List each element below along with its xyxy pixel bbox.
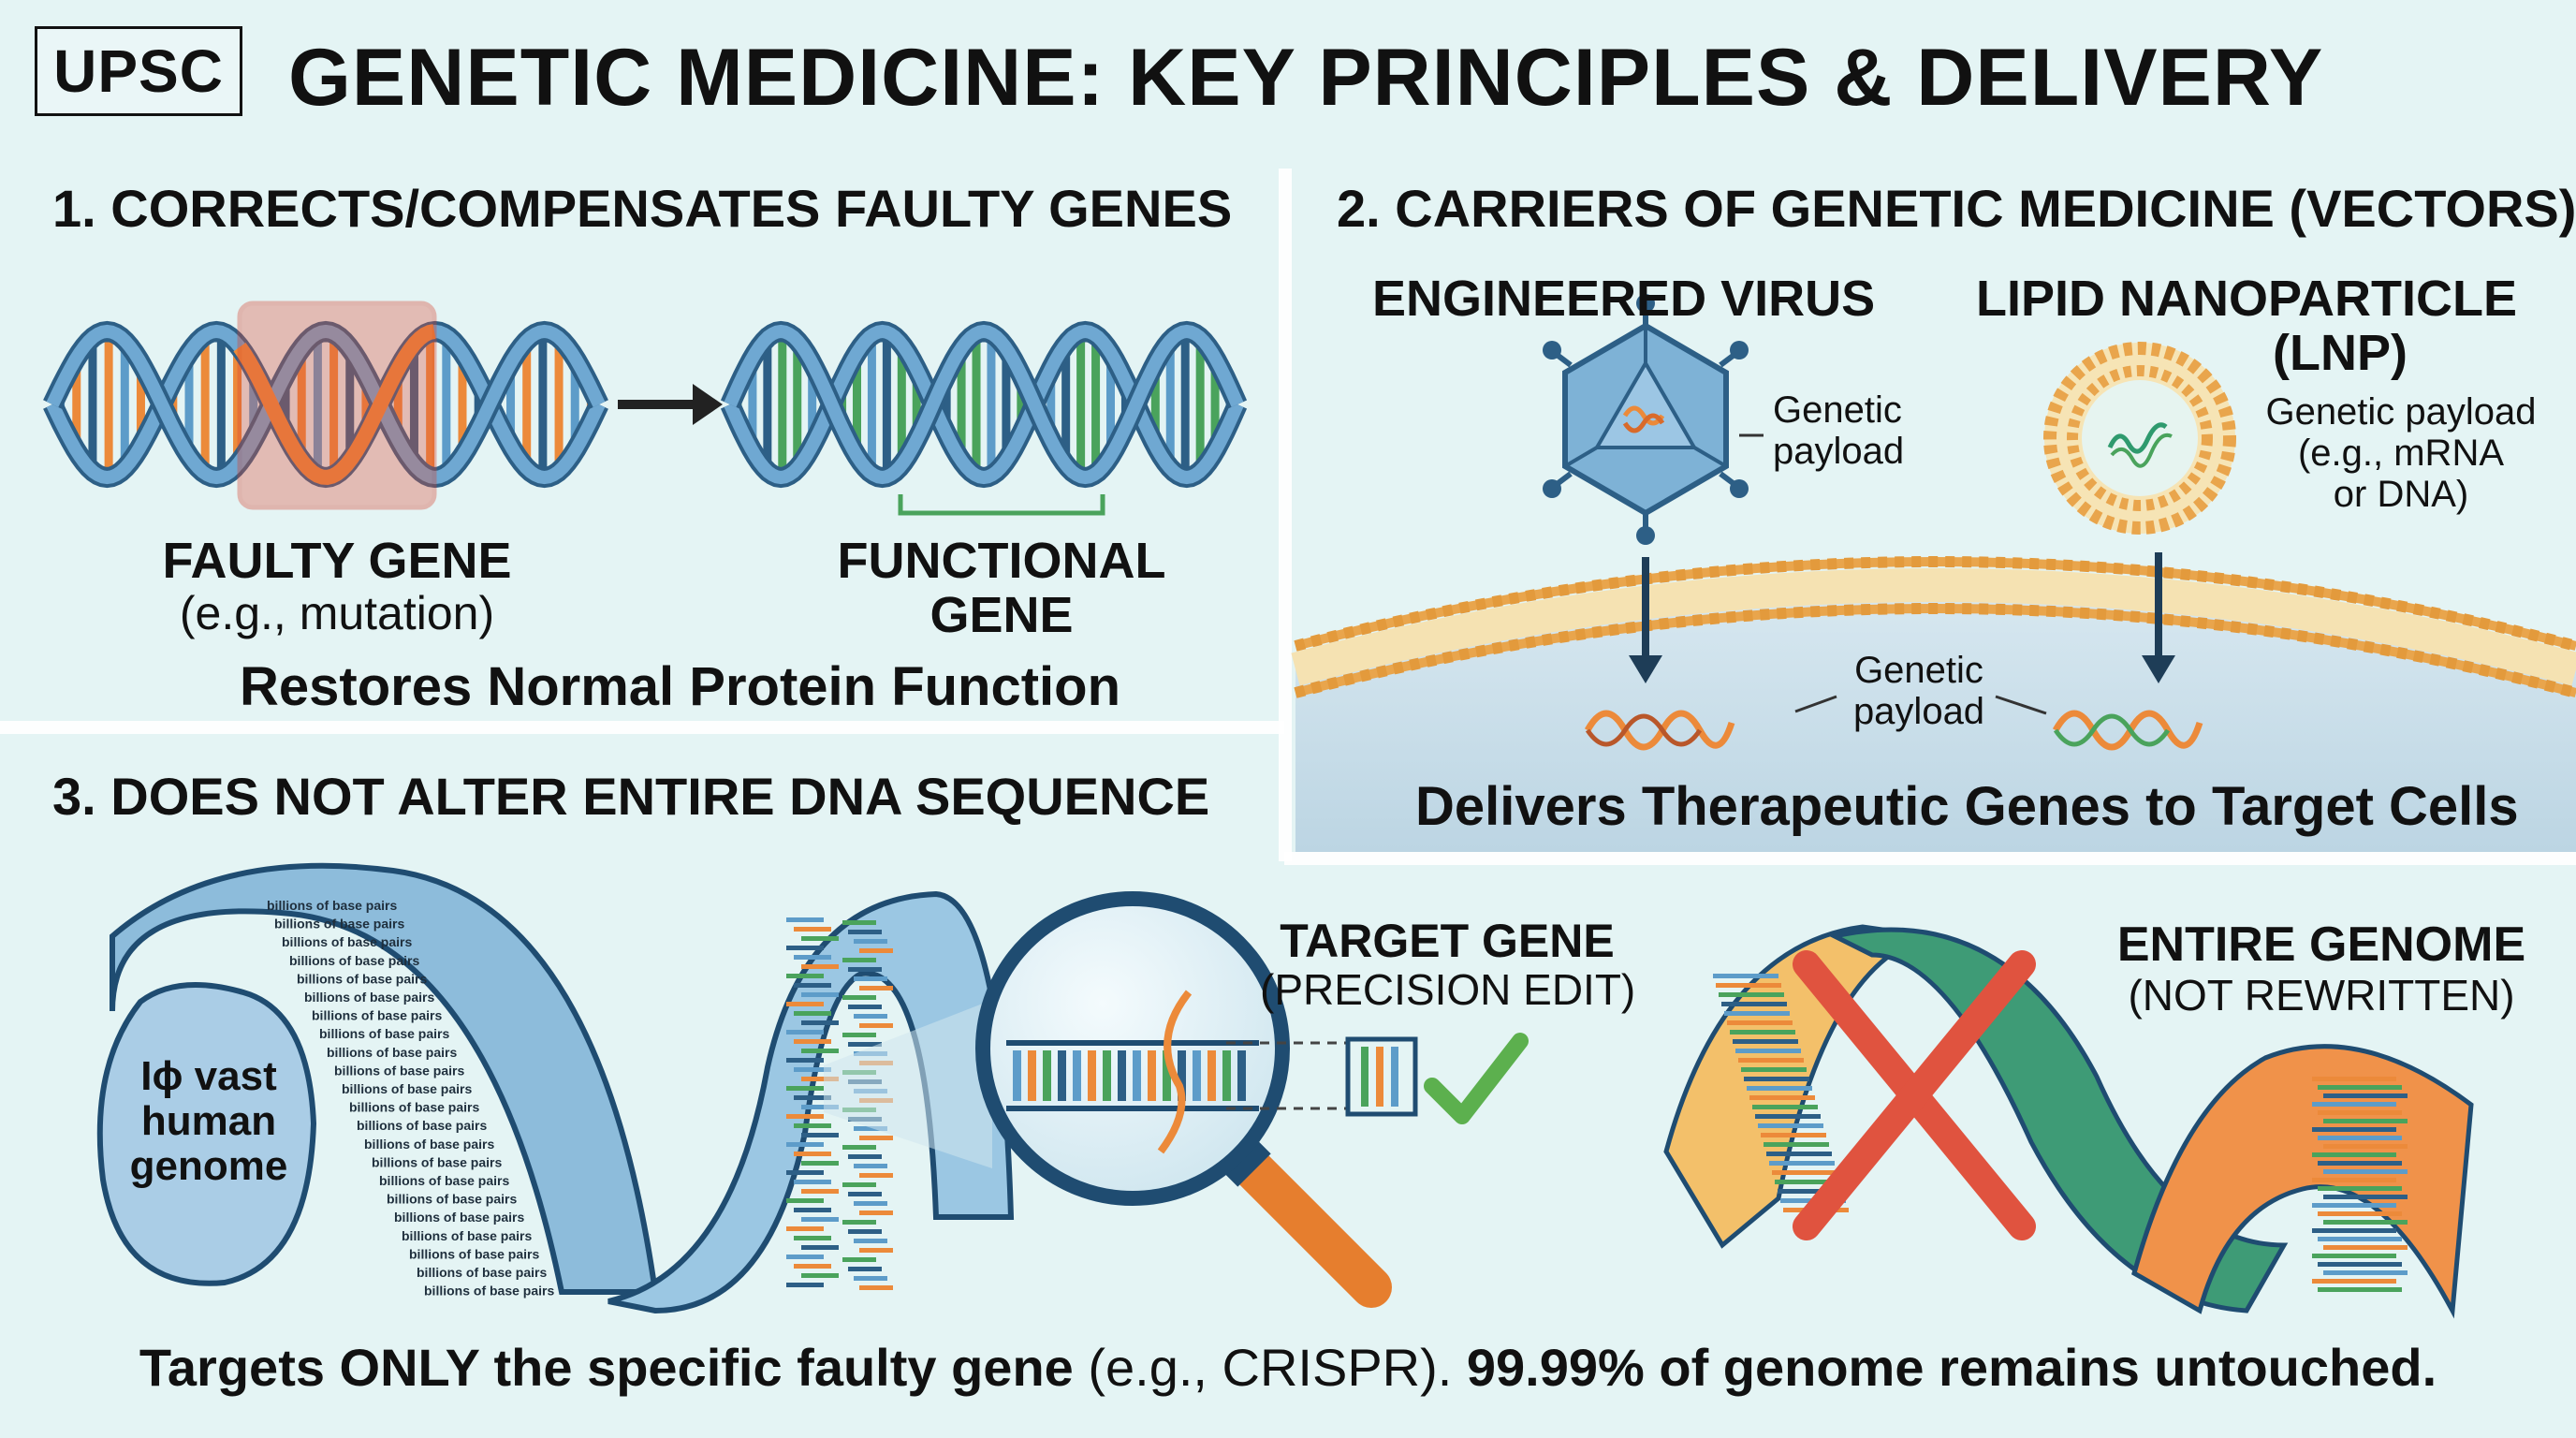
cell-payload-label-line2: payload bbox=[1852, 691, 1985, 732]
section-1-heading: 1. CORRECTS/COMPENSATES FAULTY GENES bbox=[52, 179, 1233, 238]
functional-gene-label-line1: FUNCTIONAL bbox=[837, 533, 1166, 589]
ribbon-text-line: billions of base pairs bbox=[364, 1137, 494, 1152]
footer-statement: Targets ONLY the specific faulty gene (e… bbox=[0, 1337, 2576, 1398]
lnp-payload-label-line3: or DNA) bbox=[2333, 474, 2469, 515]
lipid-nanoparticle-icon bbox=[2043, 342, 2236, 535]
genome-label-line2: human bbox=[140, 1098, 277, 1144]
functional-dna-helix bbox=[720, 320, 1248, 489]
arrow-icon bbox=[618, 384, 723, 425]
entire-genome-sublabel: (NOT REWRITTEN) bbox=[2128, 971, 2515, 1020]
genome-label-line3: genome bbox=[129, 1143, 288, 1189]
faulty-gene-sublabel: (e.g., mutation) bbox=[179, 587, 495, 639]
not-rewritten-cross-icon bbox=[1793, 950, 2036, 1240]
ribbon-text-line: billions of base pairs bbox=[312, 1008, 442, 1023]
ribbon-text-line: billions of base pairs bbox=[289, 953, 419, 968]
target-gene-label: TARGET GENE bbox=[1280, 915, 1615, 967]
ribbon-text-line: billions of base pairs bbox=[424, 1284, 554, 1299]
panel-dividers bbox=[0, 169, 2576, 865]
lnp-label-line2: (LNP) bbox=[2273, 325, 2408, 381]
genome-ribbon bbox=[110, 862, 1015, 1314]
ribbon-text-line: billions of base pairs bbox=[304, 990, 434, 1005]
ribbon-text-line: billions of base pairs bbox=[342, 1081, 472, 1096]
lnp-label-line1: LIPID NANOPARTICLE bbox=[1976, 271, 2517, 327]
upsc-badge: UPSC bbox=[35, 26, 242, 116]
entire-genome-label: ENTIRE GENOME bbox=[2116, 917, 2526, 972]
footer-part-2: (e.g., CRISPR). bbox=[1073, 1338, 1467, 1397]
section-2-caption: Delivers Therapeutic Genes to Target Cel… bbox=[1415, 776, 2519, 837]
virus-label: ENGINEERED VIRUS bbox=[1372, 271, 1876, 327]
virus-delivery-arrow bbox=[1629, 557, 1662, 683]
target-cell bbox=[1291, 556, 2576, 852]
ribbon-text-line: billions of base pairs bbox=[394, 1210, 524, 1225]
section-3-heading: 3. DOES NOT ALTER ENTIRE DNA SEQUENCE bbox=[52, 767, 1210, 826]
page-title: GENETIC MEDICINE: KEY PRINCIPLES & DELIV… bbox=[288, 33, 2324, 123]
ribbon-text-line: billions of base pairs bbox=[297, 971, 427, 986]
delivered-payload-icon bbox=[1584, 695, 1837, 751]
ribbon-text-line: billions of base pairs bbox=[267, 898, 397, 913]
functional-gene-bracket bbox=[898, 494, 1105, 516]
target-gene-sublabel: (PRECISION EDIT) bbox=[1260, 965, 1636, 1014]
edited-gene-icon bbox=[1226, 1036, 1418, 1117]
entire-genome-ribbon bbox=[1663, 924, 2474, 1319]
ribbon-text-line: billions of base pairs bbox=[379, 1173, 509, 1188]
ribbon-text-line: billions of base pairs bbox=[402, 1228, 532, 1243]
section-2-heading: 2. CARRIERS OF GENETIC MEDICINE (VECTORS… bbox=[1337, 179, 2576, 238]
ribbon-text-line: billions of base pairs bbox=[334, 1063, 464, 1078]
ribbon-base-pair-text: billions of base pairs billions of base p… bbox=[267, 898, 554, 1299]
check-icon bbox=[1424, 1033, 1529, 1124]
faulty-gene-label: FAULTY GENE bbox=[162, 533, 512, 589]
ribbon-text-line: billions of base pairs bbox=[319, 1026, 449, 1041]
ribbon-text-line: billions of base pairs bbox=[274, 917, 404, 932]
vast-genome-blob bbox=[96, 982, 317, 1286]
delivered-payload-icon-2 bbox=[1995, 695, 2203, 751]
ribbon-text-line: billions of base pairs bbox=[282, 934, 412, 949]
virus-icon bbox=[1543, 294, 1749, 545]
faulty-gene-highlight bbox=[237, 301, 437, 510]
ribbon-text-line: billions of base pairs bbox=[372, 1154, 502, 1169]
genome-label-line1: Iɸ vast bbox=[140, 1053, 277, 1099]
section-1-caption: Restores Normal Protein Function bbox=[240, 656, 1121, 717]
virus-payload-label-line1: Genetic bbox=[1773, 389, 1902, 431]
lnp-delivery-arrow bbox=[2142, 552, 2175, 683]
ribbon-text-line: billions of base pairs bbox=[409, 1246, 539, 1261]
footer-part-3: 99.99% of genome remains untouched. bbox=[1466, 1338, 2437, 1397]
ribbon-text-line: billions of base pairs bbox=[327, 1045, 457, 1060]
magnifying-glass-icon bbox=[824, 891, 1392, 1308]
virus-payload-label-line2: payload bbox=[1773, 431, 1905, 472]
lnp-payload-label-line2: (e.g., mRNA bbox=[2297, 433, 2505, 474]
ribbon-text-line: billions of base pairs bbox=[387, 1192, 517, 1207]
functional-gene-label-line2: GENE bbox=[929, 587, 1074, 643]
ribbon-text-line: billions of base pairs bbox=[357, 1118, 487, 1133]
lnp-payload-label-line1: Genetic payload bbox=[2265, 391, 2537, 433]
faulty-dna-helix bbox=[43, 320, 608, 489]
ribbon-text-line: billions of base pairs bbox=[349, 1100, 479, 1115]
footer-part-1: Targets ONLY the specific faulty gene bbox=[139, 1338, 1074, 1397]
ribbon-text-line: billions of base pairs bbox=[417, 1265, 547, 1280]
cell-payload-label-line1: Genetic bbox=[1854, 650, 1983, 691]
